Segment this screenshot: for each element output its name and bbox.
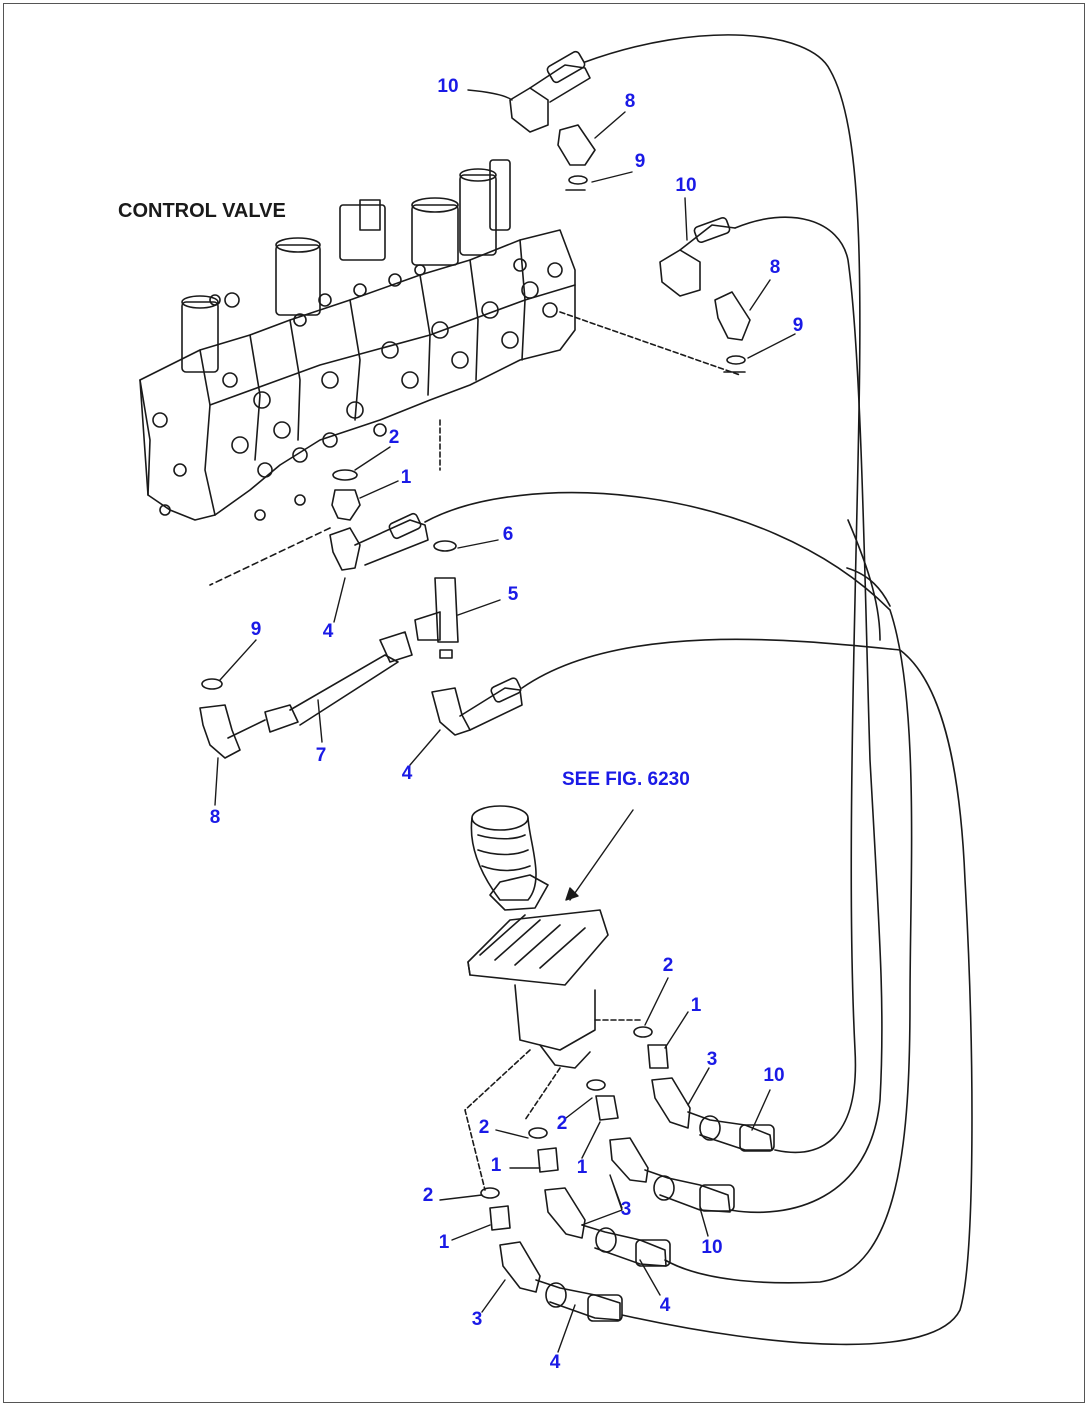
hose-lines xyxy=(424,34,973,1346)
callout-number: 7 xyxy=(315,745,327,766)
callout-number: 8 xyxy=(624,91,636,112)
callout-number: 2 xyxy=(388,427,400,448)
callout-number: 1 xyxy=(400,467,412,488)
callout-number: 4 xyxy=(659,1295,671,1316)
callout-number: 3 xyxy=(620,1199,632,1220)
diagram-frame xyxy=(3,3,1085,1403)
callout-number: 5 xyxy=(507,584,519,605)
callout-number: 8 xyxy=(769,257,781,278)
lower-fitting-group xyxy=(480,1026,775,1322)
control-valve xyxy=(139,159,741,586)
joystick-control xyxy=(464,805,641,1191)
callout-number: 6 xyxy=(502,524,514,545)
callout-number: 1 xyxy=(438,1232,450,1253)
callout-number: 9 xyxy=(250,619,262,640)
upper-fitting-group-left xyxy=(509,50,596,191)
callout-number: 2 xyxy=(422,1185,434,1206)
control-valve-label: CONTROL VALVE xyxy=(118,200,286,222)
callout-number: 8 xyxy=(209,807,221,828)
callout-number: 3 xyxy=(706,1049,718,1070)
callout-number: 3 xyxy=(471,1309,483,1330)
callout-number: 4 xyxy=(549,1352,561,1373)
left-fitting-group xyxy=(199,469,523,759)
callout-number: 10 xyxy=(437,76,459,97)
callout-number: 4 xyxy=(322,621,334,642)
callout-number: 2 xyxy=(662,955,674,976)
callout-number: 1 xyxy=(690,995,702,1016)
callout-number: 4 xyxy=(401,763,413,784)
callout-number: 2 xyxy=(556,1113,568,1134)
callout-number: 10 xyxy=(701,1237,723,1258)
callout-number: 10 xyxy=(763,1065,785,1086)
callout-number: 2 xyxy=(478,1117,490,1138)
callout-number: 1 xyxy=(490,1155,502,1176)
callout-leaders xyxy=(214,89,796,1353)
callout-number: 1 xyxy=(576,1157,588,1178)
upper-fitting-group-right xyxy=(659,216,751,373)
callout-number: 10 xyxy=(675,175,697,196)
callout-number: 9 xyxy=(792,315,804,336)
callout-number: 9 xyxy=(634,151,646,172)
see-fig-reference: SEE FIG. 6230 xyxy=(562,769,690,790)
